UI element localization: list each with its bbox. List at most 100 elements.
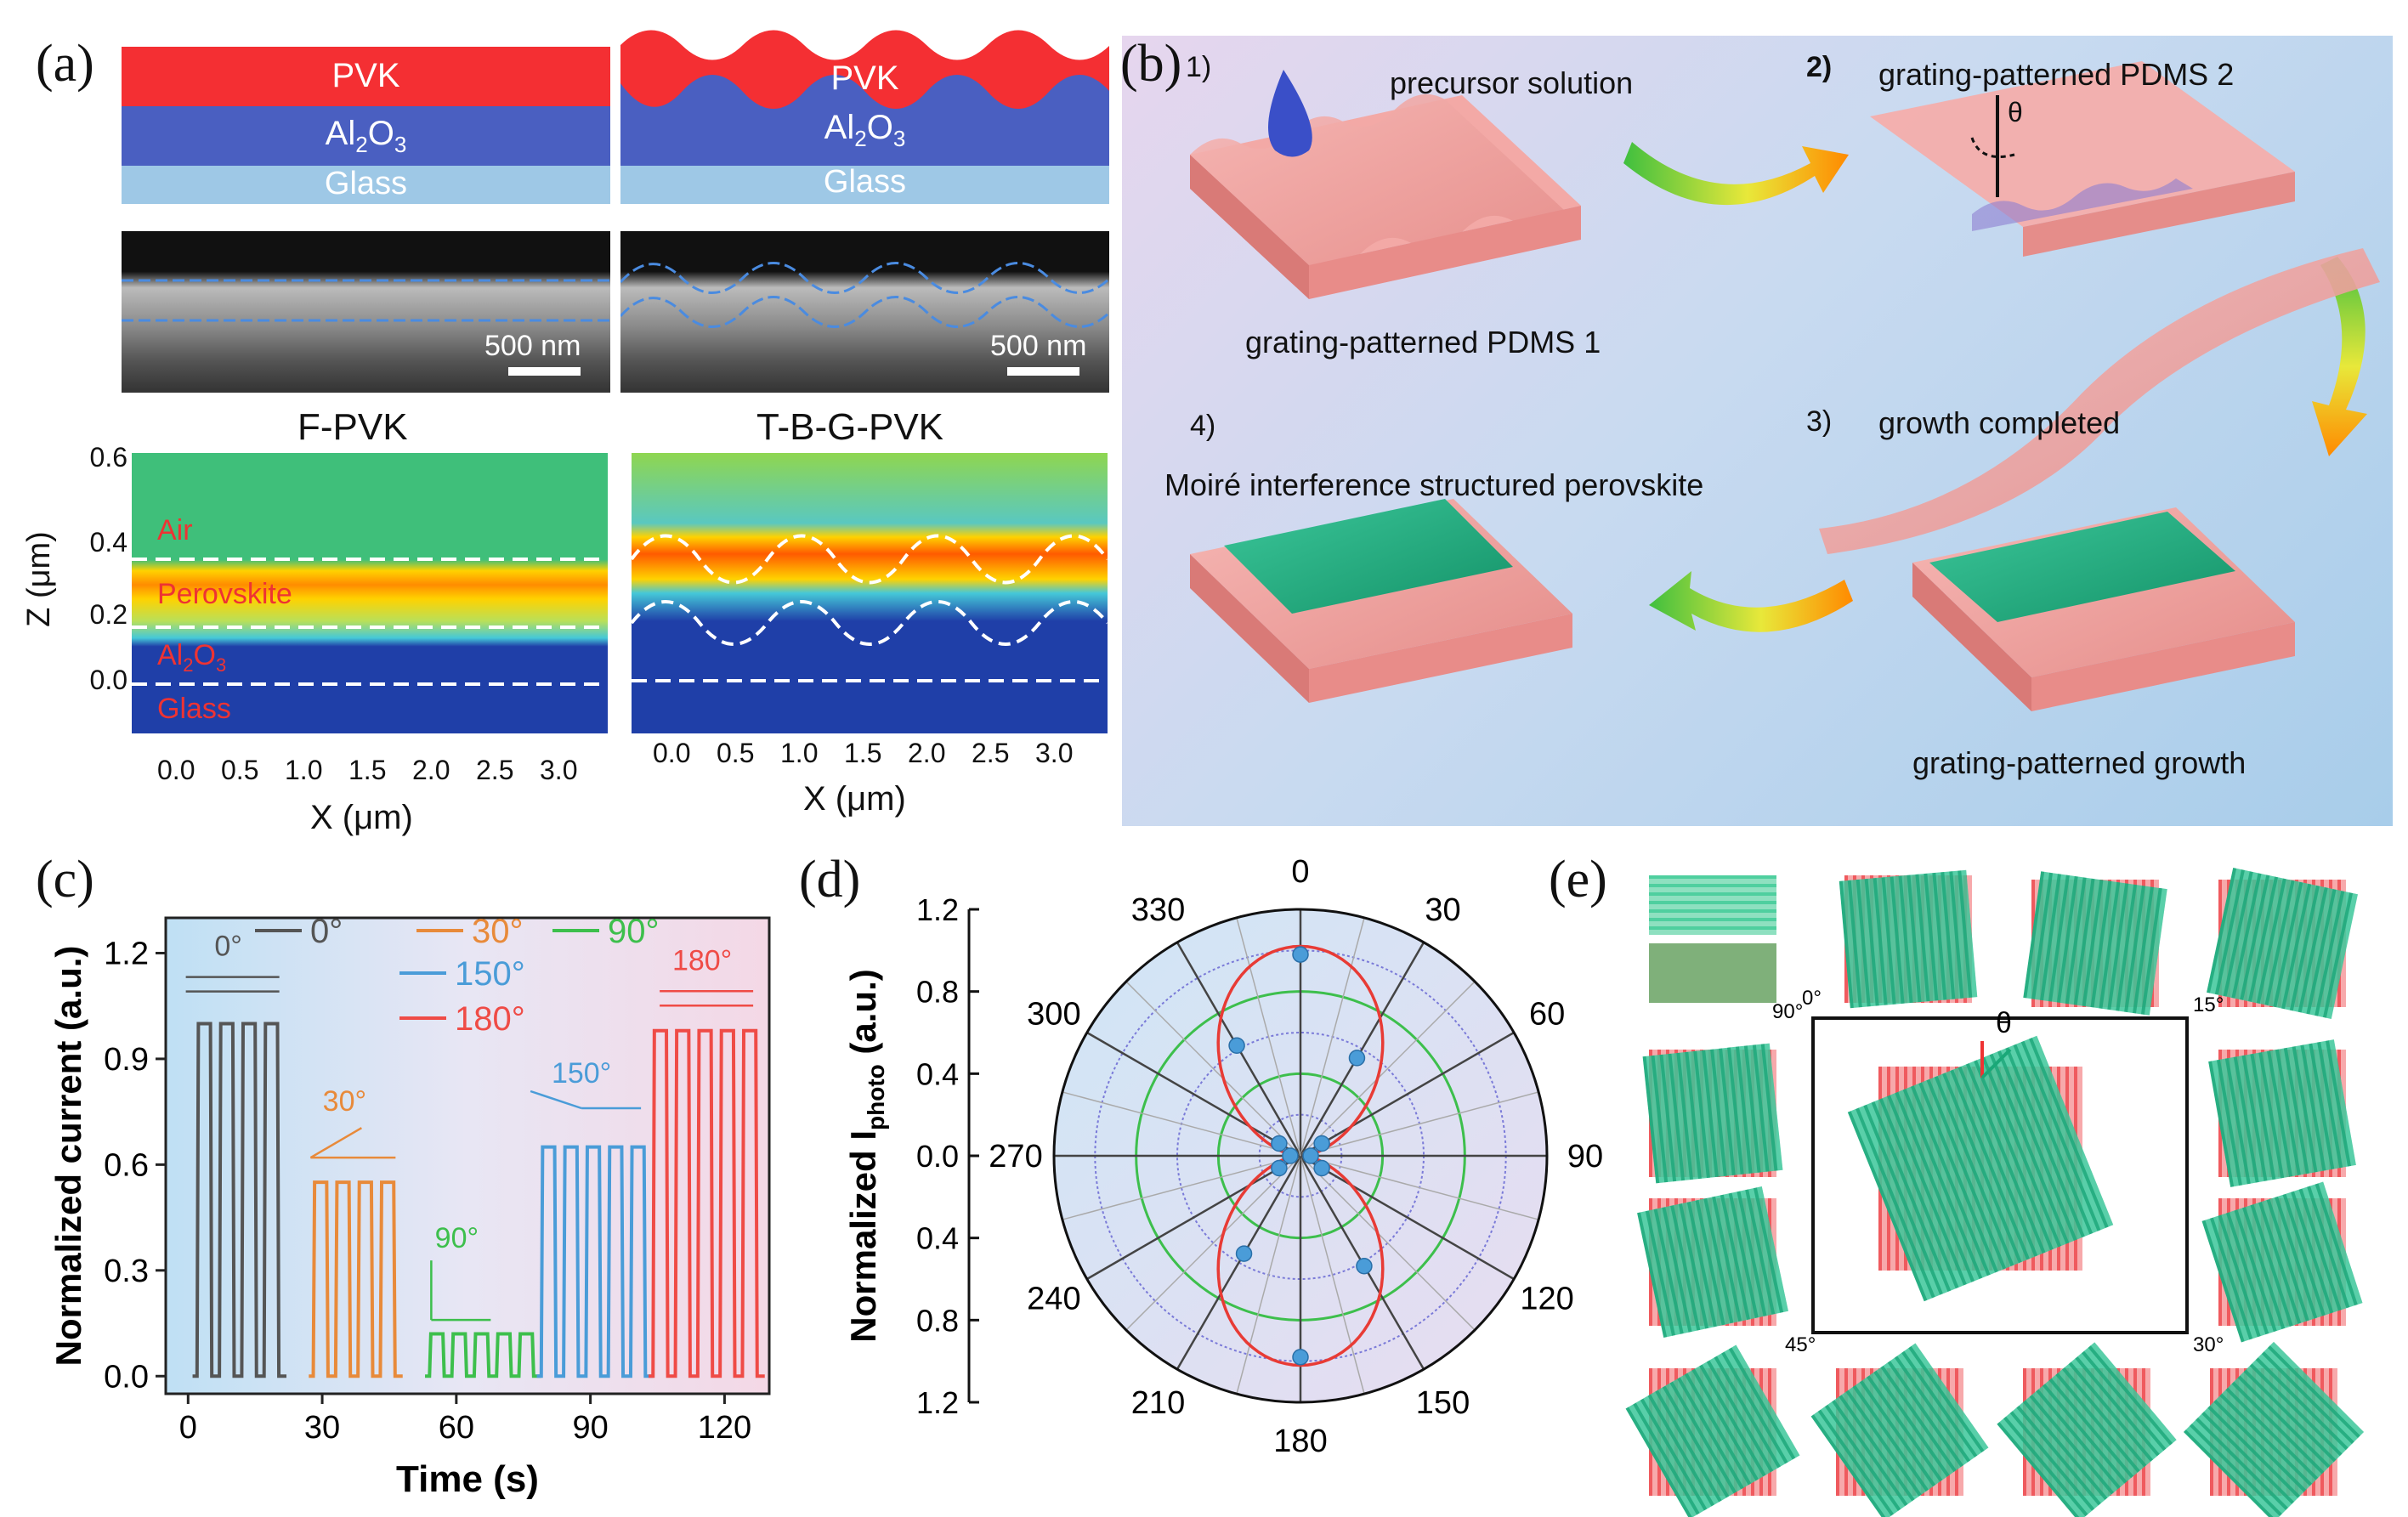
angle-label-0: 0°	[1802, 987, 1822, 1010]
x-tick: 2.0	[412, 755, 450, 785]
data-point	[1271, 1135, 1288, 1152]
angle-label: 240	[1027, 1282, 1080, 1317]
annotation-label: 150°	[552, 1057, 611, 1090]
sem-image-flat	[122, 231, 610, 393]
green-grating	[2183, 1341, 2365, 1517]
polar-spoke	[1236, 917, 1301, 1157]
z-ticks: 0.6 0.4 0.2 0.0	[81, 442, 127, 748]
x-tick: 0.0	[653, 738, 691, 768]
polar-spoke	[1062, 1155, 1301, 1220]
radial-tick-label: 0.0	[916, 1139, 959, 1174]
moire-tile-3	[1642, 1043, 1783, 1184]
data-point	[1292, 1349, 1309, 1366]
moire-tile-6	[2201, 1181, 2363, 1343]
polar-spoke	[1125, 981, 1301, 1157]
green-axis-arrow	[1980, 1048, 2012, 1079]
step-2-text: grating-patterned PDMS 2	[1878, 57, 2235, 92]
angle-label: 60	[1529, 997, 1565, 1033]
arrow-step1-to-2	[1623, 142, 1849, 206]
wavy-stack	[620, 30, 1109, 204]
z-tick: 0.2	[89, 599, 127, 630]
legend-label: 30°	[472, 913, 524, 950]
flat-al2o3-layer	[122, 106, 610, 166]
polar-spoke	[1300, 1155, 1476, 1331]
legend-label: 150°	[455, 955, 525, 993]
data-point	[1228, 1037, 1245, 1054]
panel-b: (b)	[1120, 35, 2393, 826]
y-tick-label: 0.3	[104, 1254, 149, 1289]
y-axis-label: Normalized current (a.u.)	[48, 946, 88, 1367]
polar-outer-ring	[1052, 908, 1549, 1404]
angle-label: 270	[989, 1139, 1042, 1175]
sem-image-wavy	[620, 231, 1109, 393]
x-tick: 3.0	[1035, 738, 1074, 768]
panel-d-polar-chart: 03060901201501802102402703003301.20.80.4…	[843, 854, 1603, 1459]
angle-label-90: 90°	[1772, 1000, 1803, 1023]
green-grating	[1637, 1186, 1788, 1338]
step-4-text: Moiré interference structured perovskite	[1164, 467, 1704, 502]
step-3-number: 3)	[1806, 405, 1833, 438]
data-point	[1302, 1147, 1319, 1164]
green-grating	[2201, 1181, 2363, 1343]
tbg-pvk-title: T-B-G-PVK	[756, 406, 944, 448]
x-tick: 1.0	[780, 738, 819, 768]
polar-spoke	[1086, 1031, 1301, 1158]
theta-label-b: θ	[2008, 97, 2023, 127]
scale-bar-label-flat: 500 nm	[484, 330, 581, 362]
polar-spoke	[1300, 1031, 1515, 1158]
wavy-glass-label: Glass	[823, 164, 907, 200]
x-tick: 1.0	[285, 755, 323, 785]
growth-label: grating-patterned growth	[1912, 745, 2247, 780]
scale-bar-label-wavy: 500 nm	[990, 330, 1087, 362]
z-tick: 0.0	[89, 665, 127, 695]
annotation-arrow	[309, 1127, 363, 1159]
green-grating	[2207, 868, 2358, 1019]
x-tick: 0.0	[157, 755, 195, 785]
step-2-number: 2)	[1806, 51, 1833, 83]
grating-green-sample	[1649, 875, 1776, 935]
y-axis-label-sub: photo	[863, 1064, 889, 1130]
polar-spoke	[1300, 917, 1365, 1157]
annotation-arrow	[530, 1090, 582, 1110]
moire-tile-10	[2183, 1341, 2365, 1517]
radial-tick-label: 0.8	[916, 1303, 959, 1338]
step-1-number: 1)	[1186, 51, 1212, 83]
x-tick: 0.5	[717, 738, 755, 768]
theta-label: θ	[1996, 1007, 2012, 1039]
angle-label: 120	[1520, 1282, 1573, 1317]
region-label-air: Air	[157, 514, 193, 546]
legend-label: 90°	[608, 913, 660, 950]
moire-tile-1	[2023, 871, 2167, 1016]
series-line-1	[309, 1180, 403, 1378]
central-moire-tile	[1847, 1035, 2114, 1302]
x-tick-label: 90	[572, 1410, 608, 1446]
legend-label: 180°	[455, 1000, 525, 1038]
data-point	[1271, 1159, 1288, 1177]
panel-label-b: (b)	[1120, 35, 1182, 93]
polar-spoke	[1236, 1155, 1301, 1395]
annotation-label: 180°	[672, 944, 732, 976]
moire-perovskite-structure	[1190, 499, 1572, 703]
y-tick-label: 0.9	[104, 1042, 149, 1078]
x-tick-label: 30	[304, 1410, 340, 1446]
y-tick-label: 0.6	[104, 1147, 149, 1183]
polar-spoke	[1086, 1154, 1301, 1281]
flat-al2o3-label: Al2O3	[325, 115, 407, 157]
green-grating	[1997, 1342, 2177, 1517]
radial-tick-label: 0.4	[916, 1056, 959, 1091]
polar-spoke	[1299, 942, 1425, 1157]
moire-tile-4	[2208, 1039, 2356, 1187]
flat-glass-label: Glass	[324, 166, 408, 201]
green-grating	[2023, 871, 2167, 1016]
rotation-arrow-icon	[1970, 137, 2015, 158]
y-axis-label: Normalized Iphoto (a.u.)	[843, 969, 889, 1342]
annotation-label: 90°	[435, 1222, 479, 1254]
peeled-pdms	[1819, 248, 2380, 554]
data-point	[1292, 946, 1309, 963]
green-grating	[1642, 1043, 1783, 1184]
series-line-3	[536, 1145, 654, 1378]
x-tick: 2.0	[908, 738, 946, 768]
wavy-pvk-label: PVK	[830, 59, 899, 97]
panel-label-d: (d)	[799, 851, 861, 909]
